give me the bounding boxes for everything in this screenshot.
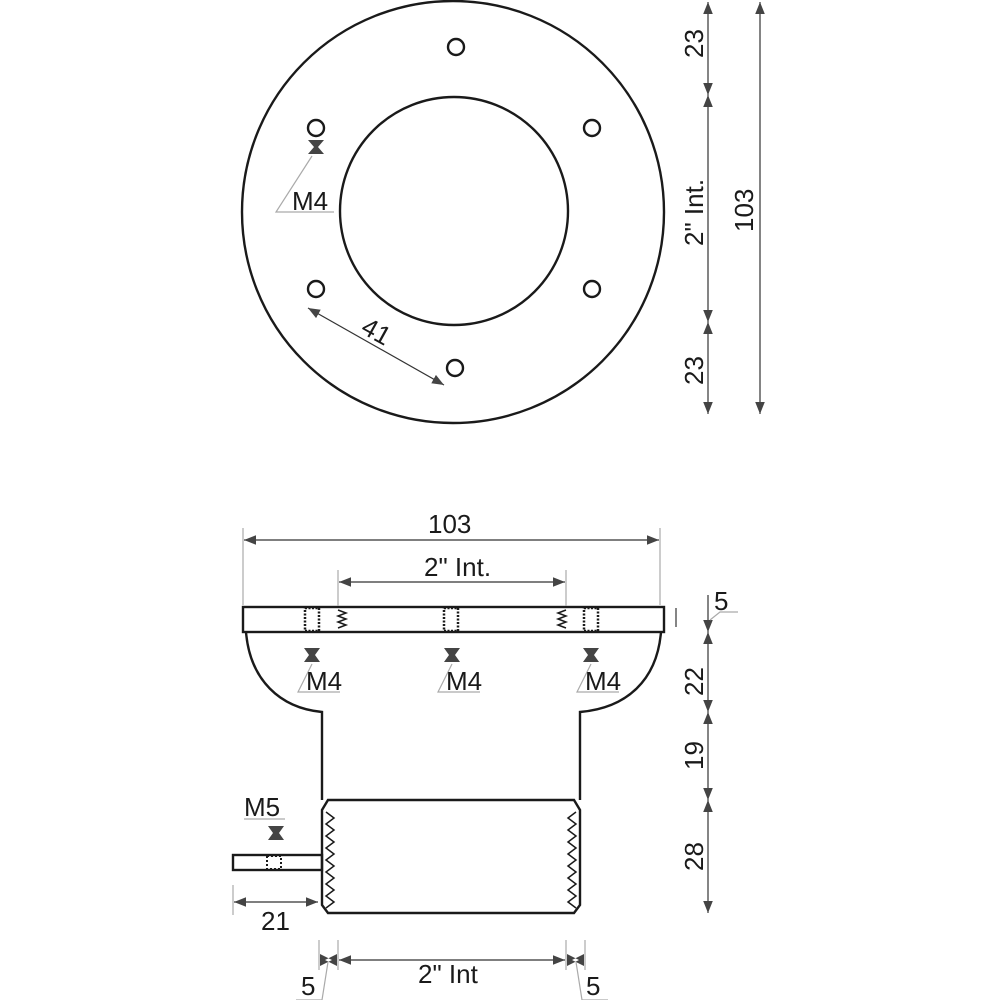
dim-thread-length: 28 (679, 842, 709, 871)
bolt-hole (445, 358, 465, 378)
dim-bore: 2" Int (418, 959, 479, 989)
dim-tab-length: 21 (261, 906, 290, 936)
top-view: M4 41 23 2" Int. 23 103 (240, 0, 765, 425)
dim-inner-diameter: 2" Int. (679, 179, 709, 246)
dim-top-rim: 23 (679, 29, 709, 58)
dim-wall-right: 5 (586, 971, 600, 1000)
tab (231, 853, 324, 872)
dim-bottom-rim: 23 (679, 356, 709, 385)
bore-circle (338, 95, 570, 327)
flange-outer-circle (240, 0, 666, 425)
threaded-spigot (320, 798, 582, 915)
tab-hole-label: M5 (244, 792, 280, 822)
dim-flare-height: 22 (679, 667, 709, 696)
dim-plate-thickness: 5 (714, 586, 728, 616)
bolt-hole (446, 37, 466, 57)
hole-label: M4 (292, 186, 328, 216)
dim-neck-height: 19 (679, 741, 709, 770)
bolt-hole (306, 279, 326, 299)
bolt-hole (582, 279, 602, 299)
flange-plate (241, 605, 666, 634)
side-view: M4 M4 M4 M5 103 2" Int. 5 22 19 28 21 (231, 509, 738, 1000)
m4-callouts: M4 M4 M4 (297, 648, 621, 696)
dim-width: 103 (428, 509, 471, 539)
dim-inner-diameter: 2" Int. (424, 552, 491, 582)
flare-body (244, 631, 663, 800)
dim-wall-left: 5 (301, 971, 315, 1000)
bolt-hole (306, 118, 326, 138)
hole-spacing-dim: 41 (357, 311, 397, 351)
hole-label: M4 (585, 666, 621, 696)
hole-label: M4 (446, 666, 482, 696)
dim-total-diameter: 103 (729, 189, 759, 232)
bolt-hole (582, 118, 602, 138)
hole-label: M4 (306, 666, 342, 696)
